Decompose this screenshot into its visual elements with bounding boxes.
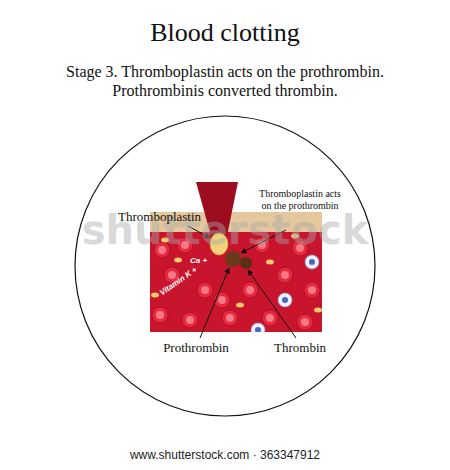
part-label: Thrombin	[250, 340, 350, 356]
leader-line	[200, 268, 229, 338]
frame-circle	[75, 116, 375, 416]
ion-label: Ca +	[190, 256, 220, 266]
white-blood-cell	[278, 293, 292, 307]
thrombin-blob	[240, 257, 252, 269]
platelet	[314, 308, 322, 313]
part-label: Thromboplastin	[118, 209, 218, 225]
footer-text: www.shutterstock.com · 363347912	[25, 448, 425, 462]
title: Blood clotting	[0, 18, 450, 48]
red-blood-cell	[222, 310, 238, 326]
red-blood-cell	[262, 310, 278, 326]
red-blood-cell	[277, 267, 293, 283]
red-blood-cell	[214, 292, 230, 308]
red-blood-cell	[242, 282, 258, 298]
prothrombin-blob	[225, 251, 241, 267]
leader-line	[248, 270, 296, 338]
red-blood-cell	[152, 307, 168, 323]
platelet	[151, 293, 159, 298]
platelet	[236, 303, 244, 308]
red-blood-cell	[182, 312, 198, 328]
subtitle: Stage 3. Thromboplastin acts on the prot…	[40, 62, 410, 100]
white-blood-cell	[305, 255, 319, 269]
red-blood-cell	[197, 282, 213, 298]
platelet	[266, 260, 274, 265]
part-label: Prothrombin	[146, 340, 246, 356]
platelet	[174, 258, 182, 263]
white-blood-cell	[251, 323, 265, 332]
red-blood-cell	[304, 282, 320, 298]
red-blood-cell	[297, 314, 313, 330]
watermark: shutterstock	[60, 206, 390, 254]
note-label: Thromboplastin acts on the prothrombin	[254, 188, 346, 212]
